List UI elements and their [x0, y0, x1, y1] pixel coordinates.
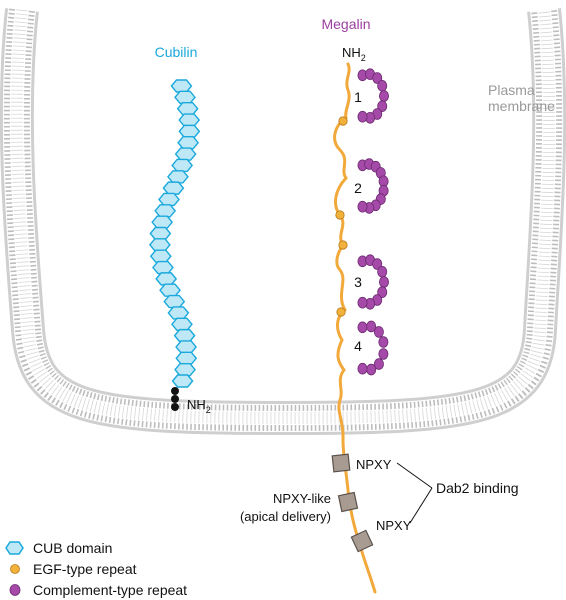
cubilin-stalk-dot	[171, 395, 179, 403]
complement-type-repeat	[366, 320, 377, 333]
npxy-like-label-line1: NPXY-like	[273, 491, 331, 506]
npxy-bottom-label: NPXY	[376, 518, 412, 533]
complement-type-repeat	[377, 286, 388, 299]
complement-type-repeat	[357, 200, 368, 213]
legend-label-cub: CUB domain	[33, 540, 112, 556]
megalin-egf-repeats	[335, 116, 348, 317]
cubilin-stalk-dot	[171, 403, 179, 411]
cub-domain	[152, 260, 174, 275]
dab2-binding-label: Dab2 binding	[436, 480, 519, 496]
complement-type-repeat	[357, 296, 368, 309]
complement-type-repeat	[377, 265, 388, 278]
npxy-motif-box-bottom	[350, 529, 374, 553]
cub-domain	[175, 340, 198, 354]
complement-type-repeat	[357, 110, 368, 123]
cubilin-cub-chain	[148, 79, 201, 388]
egf-type-repeat	[336, 307, 346, 317]
cub-domain	[149, 226, 172, 241]
cub-domain-icon	[5, 541, 24, 555]
egf-type-repeat	[338, 116, 348, 126]
cub-domain	[167, 306, 190, 320]
dab2-binding-leader-lines	[396, 462, 433, 524]
cub-domain	[174, 147, 197, 161]
cubilin-nh2-label: NH2	[187, 397, 211, 415]
complement-type-repeat	[378, 90, 389, 102]
repeat-cluster-1-label: 1	[354, 89, 362, 105]
npxy-top-label: NPXY	[356, 457, 392, 472]
cubilin-stalk	[171, 387, 179, 411]
cub-domain	[167, 170, 189, 184]
complement-type-repeat	[378, 276, 389, 288]
cub-domain	[148, 238, 171, 252]
cub-domain	[155, 272, 178, 286]
legend-label-complement: Complement-type repeat	[33, 582, 187, 598]
cub-domain	[173, 328, 196, 343]
megalin-title: Megalin	[321, 16, 370, 32]
cub-domain	[176, 101, 199, 116]
cub-domain	[171, 374, 194, 388]
complement-type-repeat	[357, 321, 368, 334]
cub-domain	[162, 181, 185, 195]
cub-domain	[170, 79, 193, 93]
npxy-motif-box	[331, 453, 351, 473]
cub-domain	[178, 113, 201, 127]
cub-domain	[151, 215, 174, 229]
complement-type-repeat	[373, 358, 384, 370]
plasma-membrane-label-line2: membrane	[488, 98, 555, 114]
repeat-cluster-2-label: 2	[354, 180, 362, 196]
cub-domain	[159, 283, 181, 297]
complement-type-repeat	[366, 363, 377, 376]
cub-domain	[174, 90, 196, 105]
cub-domain	[163, 294, 186, 309]
repeat-cluster-4-label: 4	[354, 338, 362, 354]
npxy-like-label-line2: (apical delivery)	[240, 509, 331, 524]
complement-repeat-icon	[9, 584, 21, 596]
complement-type-repeat	[378, 336, 389, 348]
cub-domain	[149, 249, 172, 263]
egf-repeat-icon	[10, 564, 20, 574]
complement-type-repeat	[372, 72, 383, 84]
cub-domain	[158, 192, 180, 207]
complement-type-repeat	[377, 80, 388, 92]
cub-domain	[174, 362, 196, 377]
complement-type-repeat	[378, 348, 389, 360]
repeat-cluster-3-label: 3	[354, 274, 362, 290]
megalin-complement-repeats	[357, 68, 389, 376]
plasma-membrane	[0, 8, 566, 436]
cub-domain	[175, 351, 198, 366]
complement-type-repeat	[357, 362, 368, 375]
cub-domain	[177, 136, 200, 150]
egf-type-repeat	[335, 210, 345, 220]
cubilin-title: Cubilin	[155, 44, 198, 60]
legend: CUB domain EGF-type repeat Complement-ty…	[5, 540, 187, 598]
npxy-like-motif-box	[337, 491, 359, 513]
cub-domain	[171, 317, 193, 331]
egf-type-repeat	[338, 240, 348, 250]
plasma-membrane-label-line1: Plasma	[488, 82, 535, 98]
cubilin-stalk-dot	[171, 387, 179, 395]
legend-label-egf: EGF-type repeat	[33, 561, 137, 577]
complement-type-repeat	[377, 100, 388, 112]
cub-domain	[171, 158, 194, 173]
complement-type-repeat	[373, 326, 384, 338]
megalin-nh2-label: NH2	[342, 45, 366, 63]
cub-domain	[178, 124, 201, 139]
cub-domain	[154, 204, 177, 218]
complement-type-repeat	[372, 258, 383, 270]
